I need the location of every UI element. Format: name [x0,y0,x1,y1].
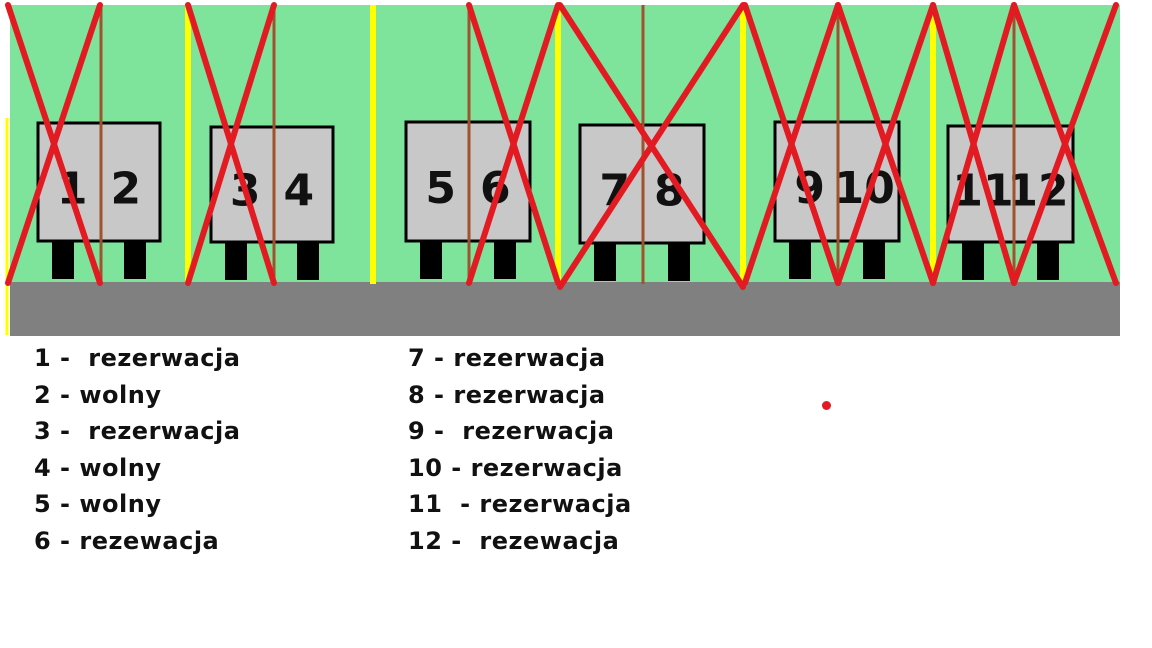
spot-number-5: 5 [425,163,456,214]
stand-leg [863,239,885,279]
reservation-cross [835,2,936,286]
legend-item: 5 - wolny [34,490,162,518]
legend-item: 1 - rezerwacja [34,344,241,372]
legend-item: 9 - rezerwacja [408,417,615,445]
crosses-layer [5,2,1119,290]
dividers-layer [5,5,1016,335]
reservation-cross [185,2,277,286]
stand-leg [668,241,690,281]
legend-item: 4 - wolny [34,453,162,482]
reservation-cross [557,2,746,290]
reservation-cross [1011,2,1119,286]
red-dot-mark [822,401,831,410]
legend-item: 10 - rezerwacja [408,453,623,482]
legend-item: 2 - wolny [34,380,162,409]
spot-number-12: 12 [1007,165,1068,216]
stand-leg [124,239,146,279]
stand-leg [52,239,74,279]
legend-right: 7 - rezerwacja 8 - rezerwacja 9 - rezerw… [408,340,748,559]
reservation-cross [742,2,841,286]
legend-item: 7 - rezerwacja [408,344,606,372]
legend-item: 3 - rezerwacja [34,417,241,445]
stand-leg [594,241,616,281]
ground-strip [10,282,1120,336]
legend-item: 6 - rezewacja [34,526,220,555]
stand-box [36,121,162,243]
legend-item: 11 - rezerwacja [408,490,632,518]
legend-item: 8 - rezerwacja [408,380,606,409]
spot-number-2: 2 [111,163,142,214]
stand-leg [962,240,984,280]
reservation-cross [5,2,103,286]
legend-item: 12 - rezewacja [408,526,620,555]
reservation-cross [930,2,1017,286]
spot-number-4: 4 [284,166,315,217]
stand-leg [789,239,811,279]
stand-leg [420,239,442,279]
legend-left: 1 - rezerwacja 2 - wolny 3 - rezerwacja … [34,340,374,559]
stand-leg [494,239,516,279]
reservation-cross [466,2,561,286]
stand-leg [297,240,319,280]
stand-leg [1037,240,1059,280]
stand-leg [225,240,247,280]
